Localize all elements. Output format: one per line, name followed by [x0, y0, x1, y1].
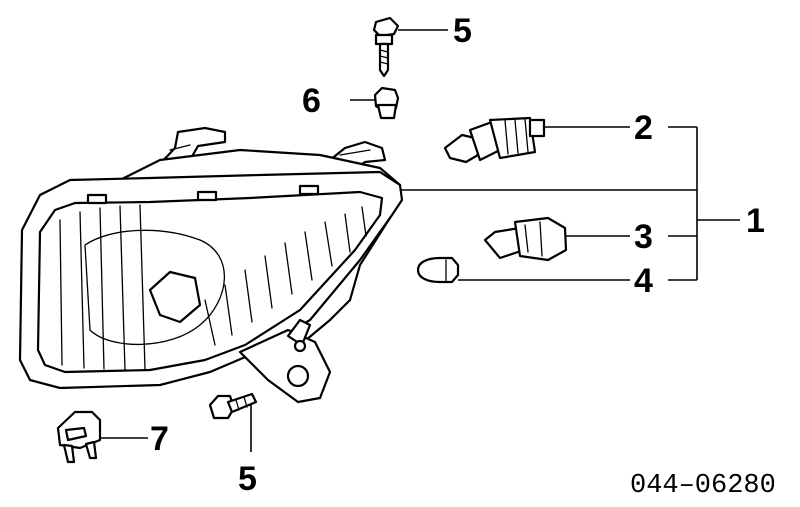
wedge-bulb	[416, 256, 460, 284]
callout-1: 1	[746, 202, 765, 240]
bracket-clip	[56, 410, 102, 464]
housing-tabs	[86, 184, 320, 205]
callout-6: 6	[302, 82, 321, 120]
clip-nut	[373, 86, 400, 120]
lens-stripes	[59, 204, 367, 371]
screw-top	[372, 16, 400, 78]
callout-7: 7	[150, 420, 169, 458]
bulb-boss	[148, 270, 202, 324]
socket	[483, 216, 568, 262]
leader-lines	[100, 29, 740, 452]
callout-5-bottom: 5	[238, 460, 257, 498]
reflector	[84, 229, 226, 346]
callout-5-top: 5	[453, 12, 472, 50]
callout-2: 2	[634, 109, 653, 147]
callout-3: 3	[634, 218, 653, 256]
headlamp-assembly	[18, 126, 404, 404]
figure-code: 044–06280	[630, 471, 776, 501]
flange-hole	[286, 364, 310, 388]
screw-bottom	[208, 392, 258, 420]
bulb-socket	[443, 116, 546, 164]
callout-4: 4	[634, 262, 653, 300]
